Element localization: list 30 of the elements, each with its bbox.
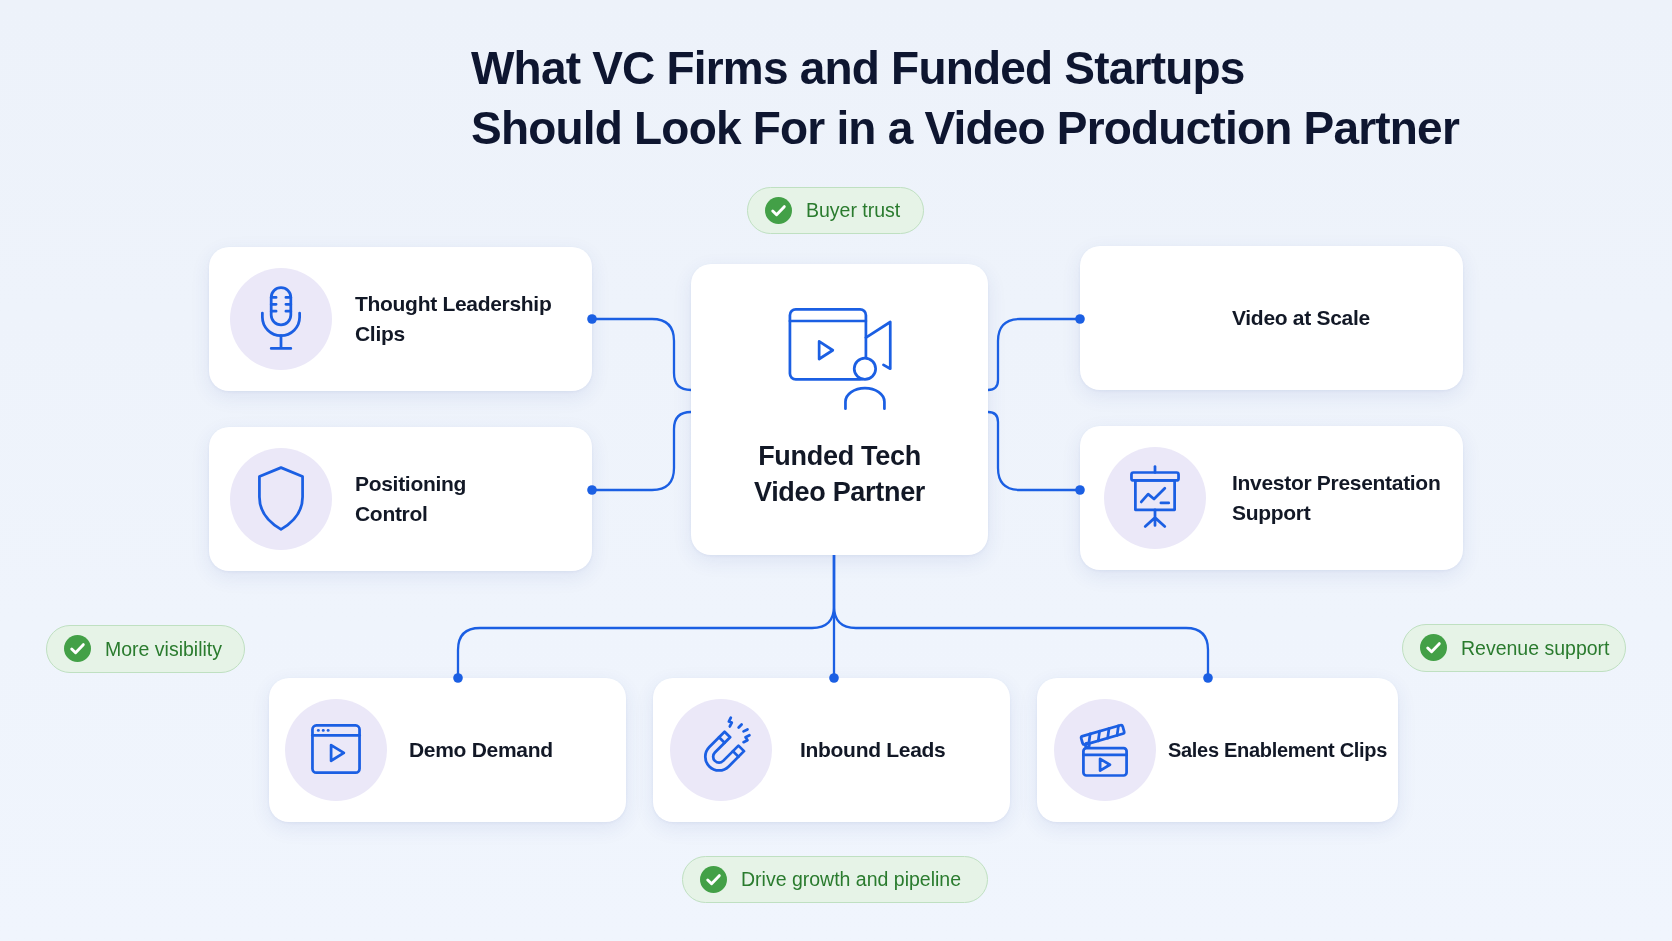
feature-card [1080,426,1463,570]
feature-card [209,427,592,571]
hub-label: Funded Tech Video Partner [752,440,927,509]
feature-card [653,678,1010,822]
benefit-pill [1402,624,1626,672]
benefit-pill [747,187,924,234]
connector-line [587,410,693,495]
diagram-title: What VC Firms and Funded Startups Should Look For in a Video Production Partner [471,41,1459,156]
connector-line [986,314,1085,392]
pill-label: Buyer trust [806,198,901,222]
connector-line [832,555,1213,683]
benefit-pill [682,856,988,903]
hub-card [691,264,988,555]
feature-card [1037,678,1398,822]
card-label: Inbound Leads [800,737,947,763]
connector-line [587,314,693,392]
card-label: Sales Enablement Clips [1168,737,1389,763]
benefit-pill [46,625,245,673]
card-label: Positioning Control [355,470,468,527]
card-label: Investor Presentation Support [1232,469,1442,526]
card-label: Video at Scale [1232,305,1371,331]
card-label: Thought Leadership Clips [355,290,553,347]
pill-label: More visibility [105,636,223,661]
feature-card [1080,246,1463,390]
card-label: Demo Demand [409,737,554,763]
feature-card [209,247,592,391]
connector-line [986,410,1085,495]
pill-label: Revenue support [1461,635,1610,660]
pill-label: Drive growth and pipeline [741,867,962,891]
feature-card [269,678,626,822]
